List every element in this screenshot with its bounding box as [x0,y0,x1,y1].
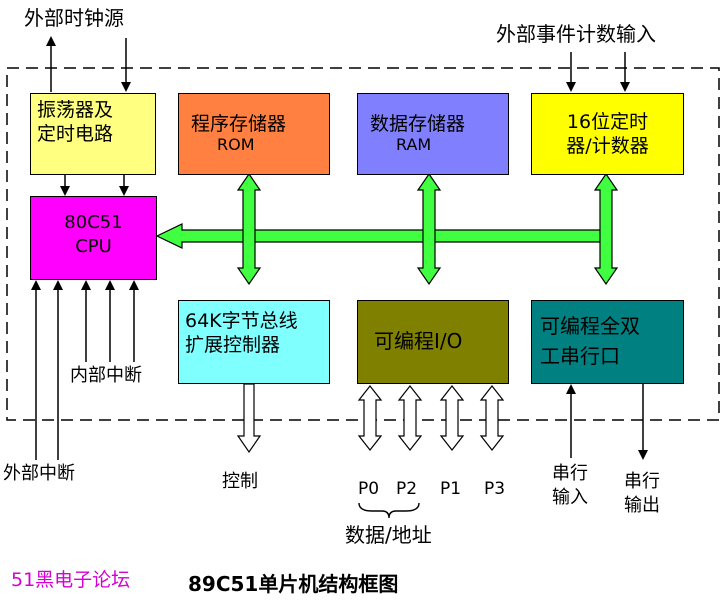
bus-timer-arrow [593,172,619,286]
port-p1-label: P1 [440,479,462,499]
data-memory-block: 数据存储器 RAM [357,93,509,175]
program-memory-line1: 程序存储器 [191,113,287,135]
serial-input-label-line2: 输入 [552,487,588,508]
external-interrupt-label: 外部中断 [3,463,75,484]
hollow-arrows [236,383,505,454]
timer-line1: 16位定时 [566,111,649,133]
io-line1: 可编程I/O [374,329,463,353]
internal-interrupt-label: 内部中断 [70,365,142,386]
internal-bus [155,172,619,286]
external-clock-label: 外部时钟源 [24,6,124,30]
program-memory-line2: ROM [217,135,255,154]
port-p2-label: P2 [396,479,418,499]
timer-line2: 器/计数器 [566,135,649,157]
serial-output-label-line1: 串行 [624,471,660,492]
control-label: 控制 [222,471,258,492]
expansion-line2: 扩展控制器 [185,334,281,356]
bus-rom-arrow [236,172,262,286]
port-p0-arrow [357,385,383,451]
programmable-io-block: 可编程I/O [357,300,509,384]
port-p0-label: P0 [358,479,380,499]
oscillator-line2: 定时电路 [37,123,114,145]
signal-arrows [31,36,648,460]
timer-counter-block: 16位定时 器/计数器 [531,93,684,175]
port-p3-label: P3 [484,479,506,499]
serial-line1: 可编程全双 [540,314,640,338]
bus-ram-arrow [416,172,442,286]
data-address-brace [358,502,420,519]
serial-output-label-line2: 输出 [624,495,660,516]
external-event-label: 外部事件计数输入 [496,22,656,46]
port-p2-arrow [397,385,423,451]
bus-expansion-controller-block: 64K字节总线 扩展控制器 [178,300,330,384]
port-p1-arrow [439,385,465,451]
data-memory-line2: RAM [396,135,432,154]
serial-port-block: 可编程全双 工串行口 [531,300,684,384]
cpu-line1: 80C51 [64,212,123,233]
oscillator-block: 振荡器及 定时电路 [30,93,156,175]
program-memory-block: 程序存储器 ROM [178,93,330,175]
data-memory-line1: 数据存储器 [370,113,466,135]
port-p3-arrow [479,385,505,451]
serial-line2: 工串行口 [540,344,620,368]
oscillator-line1: 振荡器及 [37,99,114,121]
data-address-label: 数据/地址 [345,523,432,547]
control-out-arrow [236,383,262,454]
forum-watermark: 51黑电子论坛 [11,569,131,591]
expansion-line1: 64K字节总线 [185,310,298,332]
cpu-block: 80C51 CPU [30,196,157,280]
bus-main-line [155,223,607,249]
cpu-line2: CPU [75,236,112,257]
diagram-caption: 89C51单片机结构框图 [188,572,399,596]
serial-input-label-line1: 串行 [552,463,588,484]
